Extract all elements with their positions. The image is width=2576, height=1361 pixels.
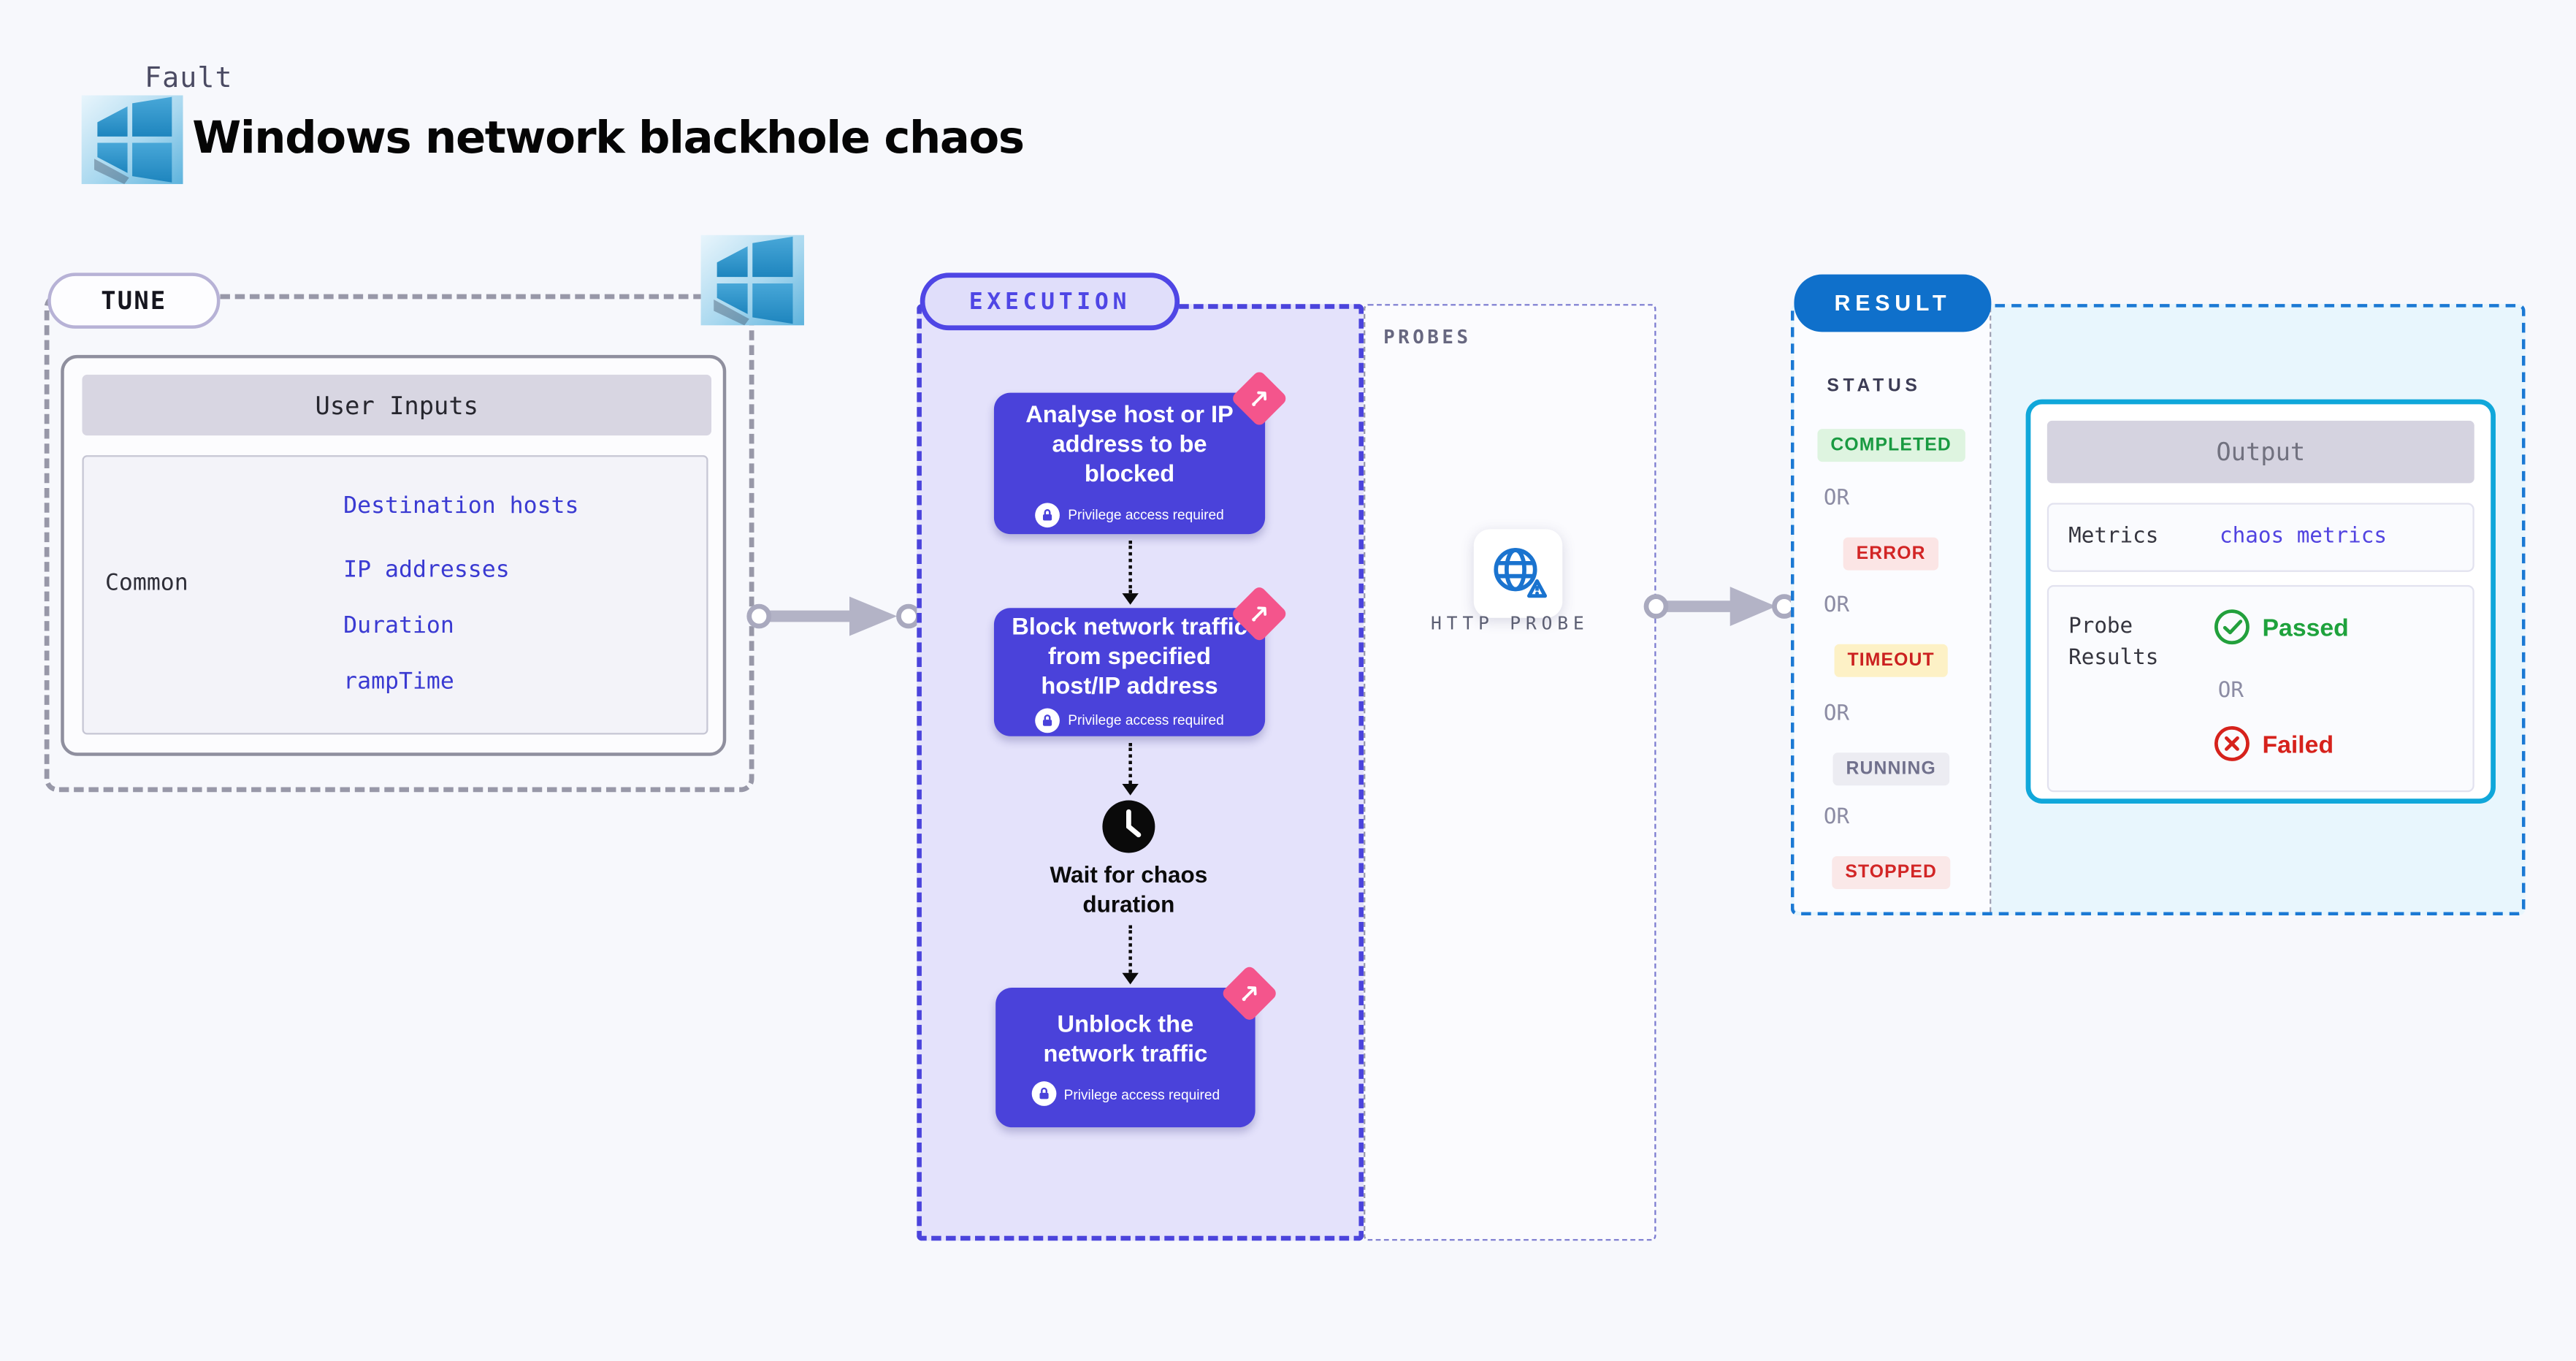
http-probe-label: HTTP PROBE bbox=[1431, 613, 1589, 635]
clock-icon bbox=[1102, 800, 1155, 853]
execution-section-label: EXECUTION bbox=[920, 272, 1180, 331]
user-inputs-body bbox=[82, 455, 708, 735]
probe-results-label: Probe Results bbox=[2068, 614, 2159, 671]
user-inputs-header: User Inputs bbox=[82, 374, 712, 436]
input-link-duration[interactable]: Duration bbox=[343, 613, 454, 640]
chaos-corner-badge-icon bbox=[1230, 584, 1288, 643]
step-analyse-host: Analyse host or IP address to be blocked… bbox=[993, 369, 1288, 535]
step-title: Unblock the network traffic bbox=[1043, 1012, 1208, 1068]
status-badge-timeout: TIMEOUT bbox=[1834, 644, 1948, 677]
probes-section-label: PROBES bbox=[1383, 325, 1472, 348]
user-inputs-category: Common bbox=[104, 570, 188, 597]
step-unblock-traffic: Unblock the network traffic Privilege ac… bbox=[995, 964, 1279, 1128]
chaos-metrics-link[interactable]: chaos metrics bbox=[2220, 524, 2387, 549]
passed-label: Passed bbox=[2262, 614, 2349, 643]
output-header: Output bbox=[2046, 420, 2474, 484]
page-title: Windows network blackhole chaos bbox=[192, 113, 1025, 164]
flow-arrow-down bbox=[1120, 742, 1140, 796]
failed-label: Failed bbox=[2262, 731, 2334, 760]
tune-section-box bbox=[44, 294, 754, 793]
privilege-note: Privilege access required bbox=[1068, 506, 1224, 523]
input-link-destination-hosts[interactable]: Destination hosts bbox=[343, 492, 579, 519]
result-section-label: RESULT bbox=[1794, 274, 1992, 332]
privilege-note: Privilege access required bbox=[1063, 1086, 1220, 1102]
lock-icon bbox=[1031, 1081, 1056, 1107]
metrics-row: Metrics chaos metrics bbox=[2046, 503, 2474, 572]
status-badge-completed: COMPLETED bbox=[1817, 429, 1965, 462]
globe-alert-icon bbox=[1494, 548, 1548, 598]
or-separator: OR bbox=[1823, 805, 1850, 830]
windows-logo-icon bbox=[700, 235, 804, 326]
input-link-ramptime[interactable]: rampTime bbox=[343, 668, 454, 695]
privilege-note: Privilege access required bbox=[1068, 712, 1224, 728]
tune-section-label: TUNE bbox=[47, 272, 221, 329]
input-link-ip-addresses[interactable]: IP addresses bbox=[343, 557, 510, 584]
x-circle-icon bbox=[2214, 725, 2250, 761]
status-badge-error: ERROR bbox=[1843, 537, 1939, 571]
windows-logo-icon bbox=[81, 95, 183, 184]
flow-arrow-down bbox=[1120, 541, 1140, 605]
status-column bbox=[1794, 307, 1992, 912]
or-separator: OR bbox=[1823, 486, 1850, 511]
fault-eyebrow: Fault bbox=[144, 62, 233, 96]
tune-to-execution-arrow bbox=[746, 596, 921, 636]
probes-section-box bbox=[1364, 304, 1656, 1241]
step-title: Block network traffic from specified hos… bbox=[1012, 615, 1247, 700]
or-separator: OR bbox=[2217, 679, 2244, 704]
status-badge-running: RUNNING bbox=[1832, 752, 1949, 786]
http-probe-card[interactable] bbox=[1473, 529, 1563, 618]
wait-step-label: Wait for chaos duration bbox=[1050, 861, 1208, 918]
step-block-traffic: Block network traffic from specified hos… bbox=[993, 584, 1288, 736]
probe-results-row: Probe Results Passed OR Failed bbox=[2046, 584, 2474, 793]
lock-icon bbox=[1035, 502, 1060, 527]
chaos-corner-badge-icon bbox=[1230, 369, 1288, 428]
or-separator: OR bbox=[1823, 593, 1850, 618]
check-circle-icon bbox=[2214, 609, 2250, 645]
probes-to-result-arrow bbox=[1643, 587, 1797, 627]
or-separator: OR bbox=[1823, 701, 1850, 727]
chaos-corner-badge-icon bbox=[1220, 964, 1279, 1023]
metrics-label: Metrics bbox=[2068, 524, 2159, 549]
output-card: Output Metrics chaos metrics Probe Resul… bbox=[2025, 399, 2496, 804]
status-title: STATUS bbox=[1827, 376, 1922, 397]
lock-icon bbox=[1035, 707, 1060, 733]
status-badge-stopped: STOPPED bbox=[1832, 855, 1951, 889]
step-title: Analyse host or IP address to be blocked bbox=[1025, 403, 1234, 488]
flow-arrow-down bbox=[1120, 925, 1140, 985]
